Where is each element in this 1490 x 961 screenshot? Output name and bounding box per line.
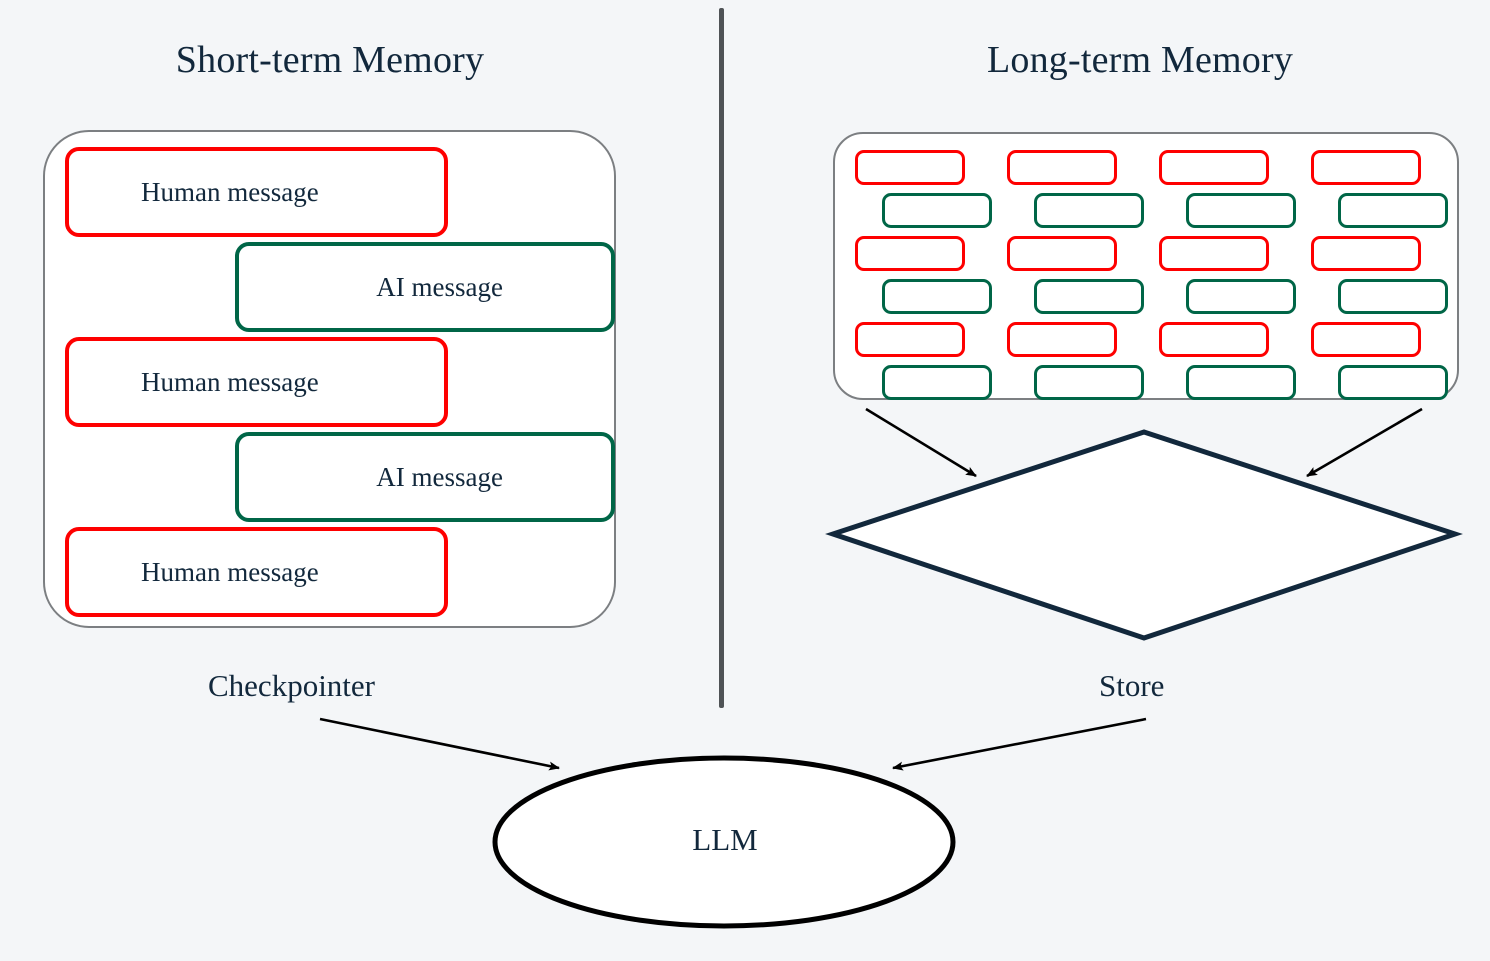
memory-chip-ai-24[interactable] (1338, 365, 1448, 400)
memory-chip-ai-6[interactable] (1034, 193, 1144, 228)
memory-chip-ai-23[interactable] (1186, 365, 1296, 400)
memory-chip-ai-16[interactable] (1338, 279, 1448, 314)
memory-chip-human-18[interactable] (1007, 322, 1117, 357)
memory-chip-human-17[interactable] (855, 322, 965, 357)
memory-chip-ai-7[interactable] (1186, 193, 1296, 228)
llm-label: LLM (692, 822, 758, 857)
message-human-2[interactable]: Human message (65, 337, 448, 427)
message-human-3[interactable]: Human message (65, 527, 448, 617)
short-term-memory-title: Short-term Memory (175, 39, 485, 81)
memory-chip-ai-14[interactable] (1034, 279, 1144, 314)
message-ai-2[interactable]: AI message (235, 432, 615, 522)
memory-chip-human-9[interactable] (855, 236, 965, 271)
memory-chip-ai-22[interactable] (1034, 365, 1144, 400)
arrow-checkpointer-to-llm (319, 717, 560, 771)
memory-chip-human-19[interactable] (1159, 322, 1269, 357)
memory-chip-ai-13[interactable] (882, 279, 992, 314)
memory-chip-human-10[interactable] (1007, 236, 1117, 271)
arrow-ltm-left-to-store (865, 407, 977, 478)
message-human-1[interactable]: Human message (65, 147, 448, 237)
long-term-memory-title: Long-term Memory (986, 39, 1294, 81)
arrow-store-to-llm (892, 717, 1147, 771)
store-diamond (825, 429, 1463, 641)
memory-chip-human-3[interactable] (1159, 150, 1269, 185)
long-term-memory-container (833, 132, 1459, 400)
arrow-ltm-right-to-store (1306, 407, 1423, 478)
memory-chip-ai-21[interactable] (882, 365, 992, 400)
memory-chip-human-2[interactable] (1007, 150, 1117, 185)
message-ai-1[interactable]: AI message (235, 242, 615, 332)
section-divider (719, 8, 724, 708)
memory-chip-ai-5[interactable] (882, 193, 992, 228)
memory-chip-human-4[interactable] (1311, 150, 1421, 185)
memory-chip-human-11[interactable] (1159, 236, 1269, 271)
store-label: Store (1099, 668, 1165, 703)
checkpointer-label: Checkpointer (208, 668, 376, 703)
short-term-memory-container: Human message AI message Human message A… (43, 130, 616, 628)
memory-chip-human-12[interactable] (1311, 236, 1421, 271)
memory-chip-human-20[interactable] (1311, 322, 1421, 357)
memory-chip-ai-15[interactable] (1186, 279, 1296, 314)
memory-chip-ai-8[interactable] (1338, 193, 1448, 228)
memory-chip-human-1[interactable] (855, 150, 965, 185)
